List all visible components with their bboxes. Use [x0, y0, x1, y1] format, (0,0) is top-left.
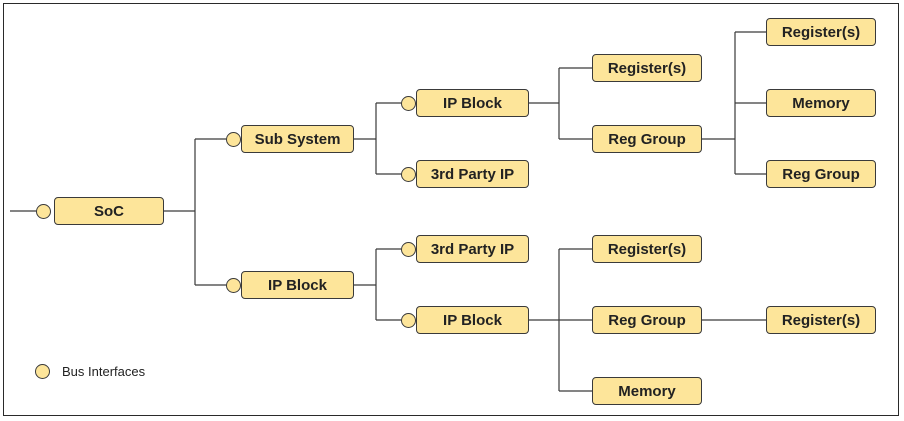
node-reg-group-bottom: Reg Group [592, 306, 702, 334]
bus-interface-sub-system [226, 132, 241, 147]
connector-reggroup-top-branch [702, 31, 766, 175]
node-ip-block-bottom-child: IP Block [416, 306, 529, 334]
connector-soc-branch [164, 138, 226, 286]
node-registers-far-bottom: Register(s) [766, 306, 876, 334]
connector-ipblock-top-branch [529, 67, 592, 140]
bus-interface-3rd-party-top [401, 167, 416, 182]
node-3rd-party-ip-top: 3rd Party IP [416, 160, 529, 188]
node-memory-far-top: Memory [766, 89, 876, 117]
connector-subsystem-branch [354, 102, 401, 175]
node-ip-block-top: IP Block [416, 89, 529, 117]
bus-interface-ip-block-top [401, 96, 416, 111]
node-ip-block-bottom: IP Block [241, 271, 354, 299]
node-reg-group-far-top: Reg Group [766, 160, 876, 188]
node-3rd-party-ip-bottom: 3rd Party IP [416, 235, 529, 263]
bus-interface-3rd-party-bottom [401, 242, 416, 257]
bus-interface-ip-block-bottom [226, 278, 241, 293]
connector-ipblock-bottom-child-branch [529, 248, 592, 392]
legend: Bus Interfaces [35, 364, 145, 379]
bus-interface-ip-block-bottom-child [401, 313, 416, 328]
node-reg-group-top: Reg Group [592, 125, 702, 153]
connector-ipblock-bottom-branch [354, 248, 401, 321]
node-memory-bottom: Memory [592, 377, 702, 405]
node-soc: SoC [54, 197, 164, 225]
bus-interface-soc [36, 204, 51, 219]
node-registers-top: Register(s) [592, 54, 702, 82]
node-registers-bottom: Register(s) [592, 235, 702, 263]
legend-label: Bus Interfaces [62, 364, 146, 379]
node-registers-far-top: Register(s) [766, 18, 876, 46]
legend-bus-interface-icon [35, 364, 50, 379]
node-sub-system: Sub System [241, 125, 354, 153]
